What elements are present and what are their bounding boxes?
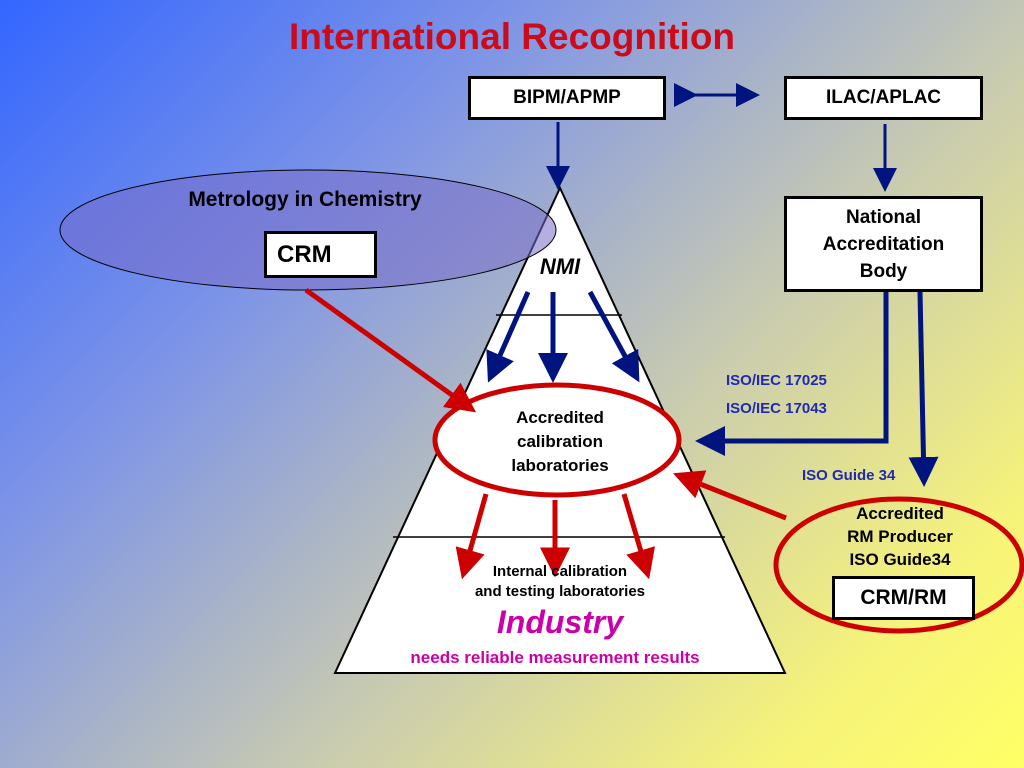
nab-to-cal-arrow (695, 292, 889, 456)
internal-line-2: and testing laboratories (474, 583, 646, 600)
iso-17025-label: ISO/IEC 17025 (726, 372, 827, 389)
iso-guide-34-label: ISO Guide 34 (802, 467, 896, 484)
rm-producer-ellipse (773, 496, 1024, 634)
acc-cal-line-1: Accredited (516, 408, 604, 427)
crm-rm-label: CRM/RM (860, 586, 947, 609)
crm-to-cal-arrow (304, 287, 477, 413)
nmi-arrow-right (587, 290, 640, 383)
rm-to-cal-arrow (673, 470, 787, 521)
nmi-label: NMI (539, 254, 581, 279)
crm-rm-box: CRM/RM (832, 576, 975, 620)
cal-to-internal-arrow-right (621, 493, 656, 580)
rm-line-2: RM Producer (847, 527, 953, 546)
metrology-label: Metrology in Chemistry (188, 188, 422, 211)
page-title: International Recognition (288, 16, 736, 57)
accredited-cal-label: Accredited calibration laboratories (480, 406, 640, 478)
bipm-apmp-box: BIPM/APMP (468, 76, 666, 120)
acc-cal-line-3: laboratories (511, 456, 609, 475)
nab-line-2: Accreditation (822, 233, 945, 255)
crm-label: CRM (277, 240, 332, 268)
nab-line-1: National (846, 206, 921, 228)
rm-line-3: ISO Guide34 (849, 550, 951, 569)
nab-to-rm-arrow (908, 291, 939, 487)
bipm-apmp-label: BIPM/APMP (513, 87, 621, 108)
acc-cal-line-2: calibration (517, 432, 603, 451)
ilac-aplac-box: ILAC/APLAC (784, 76, 983, 120)
nmi-arrow-left (486, 290, 531, 383)
industry-label: Industry (496, 604, 624, 640)
accredited-cal-ellipse (432, 382, 682, 498)
rm-producer-label: Accredited RM Producer ISO Guide34 (810, 502, 990, 571)
cal-to-internal-arrow-left (455, 493, 489, 580)
internal-labs-label: Internal calibration and testing laborat… (430, 562, 690, 602)
crm-box: CRM (264, 231, 377, 278)
internal-line-1: Internal calibration (492, 563, 628, 580)
nab-line-3: Body (859, 260, 908, 282)
industry-subtitle: needs reliable measurement results (410, 648, 700, 667)
ilac-aplac-label: ILAC/APLAC (825, 87, 942, 108)
iso-17043-label: ISO/IEC 17043 (726, 400, 827, 417)
rm-line-1: Accredited (856, 504, 944, 523)
national-accreditation-body-box: National Accreditation Body (784, 196, 983, 292)
